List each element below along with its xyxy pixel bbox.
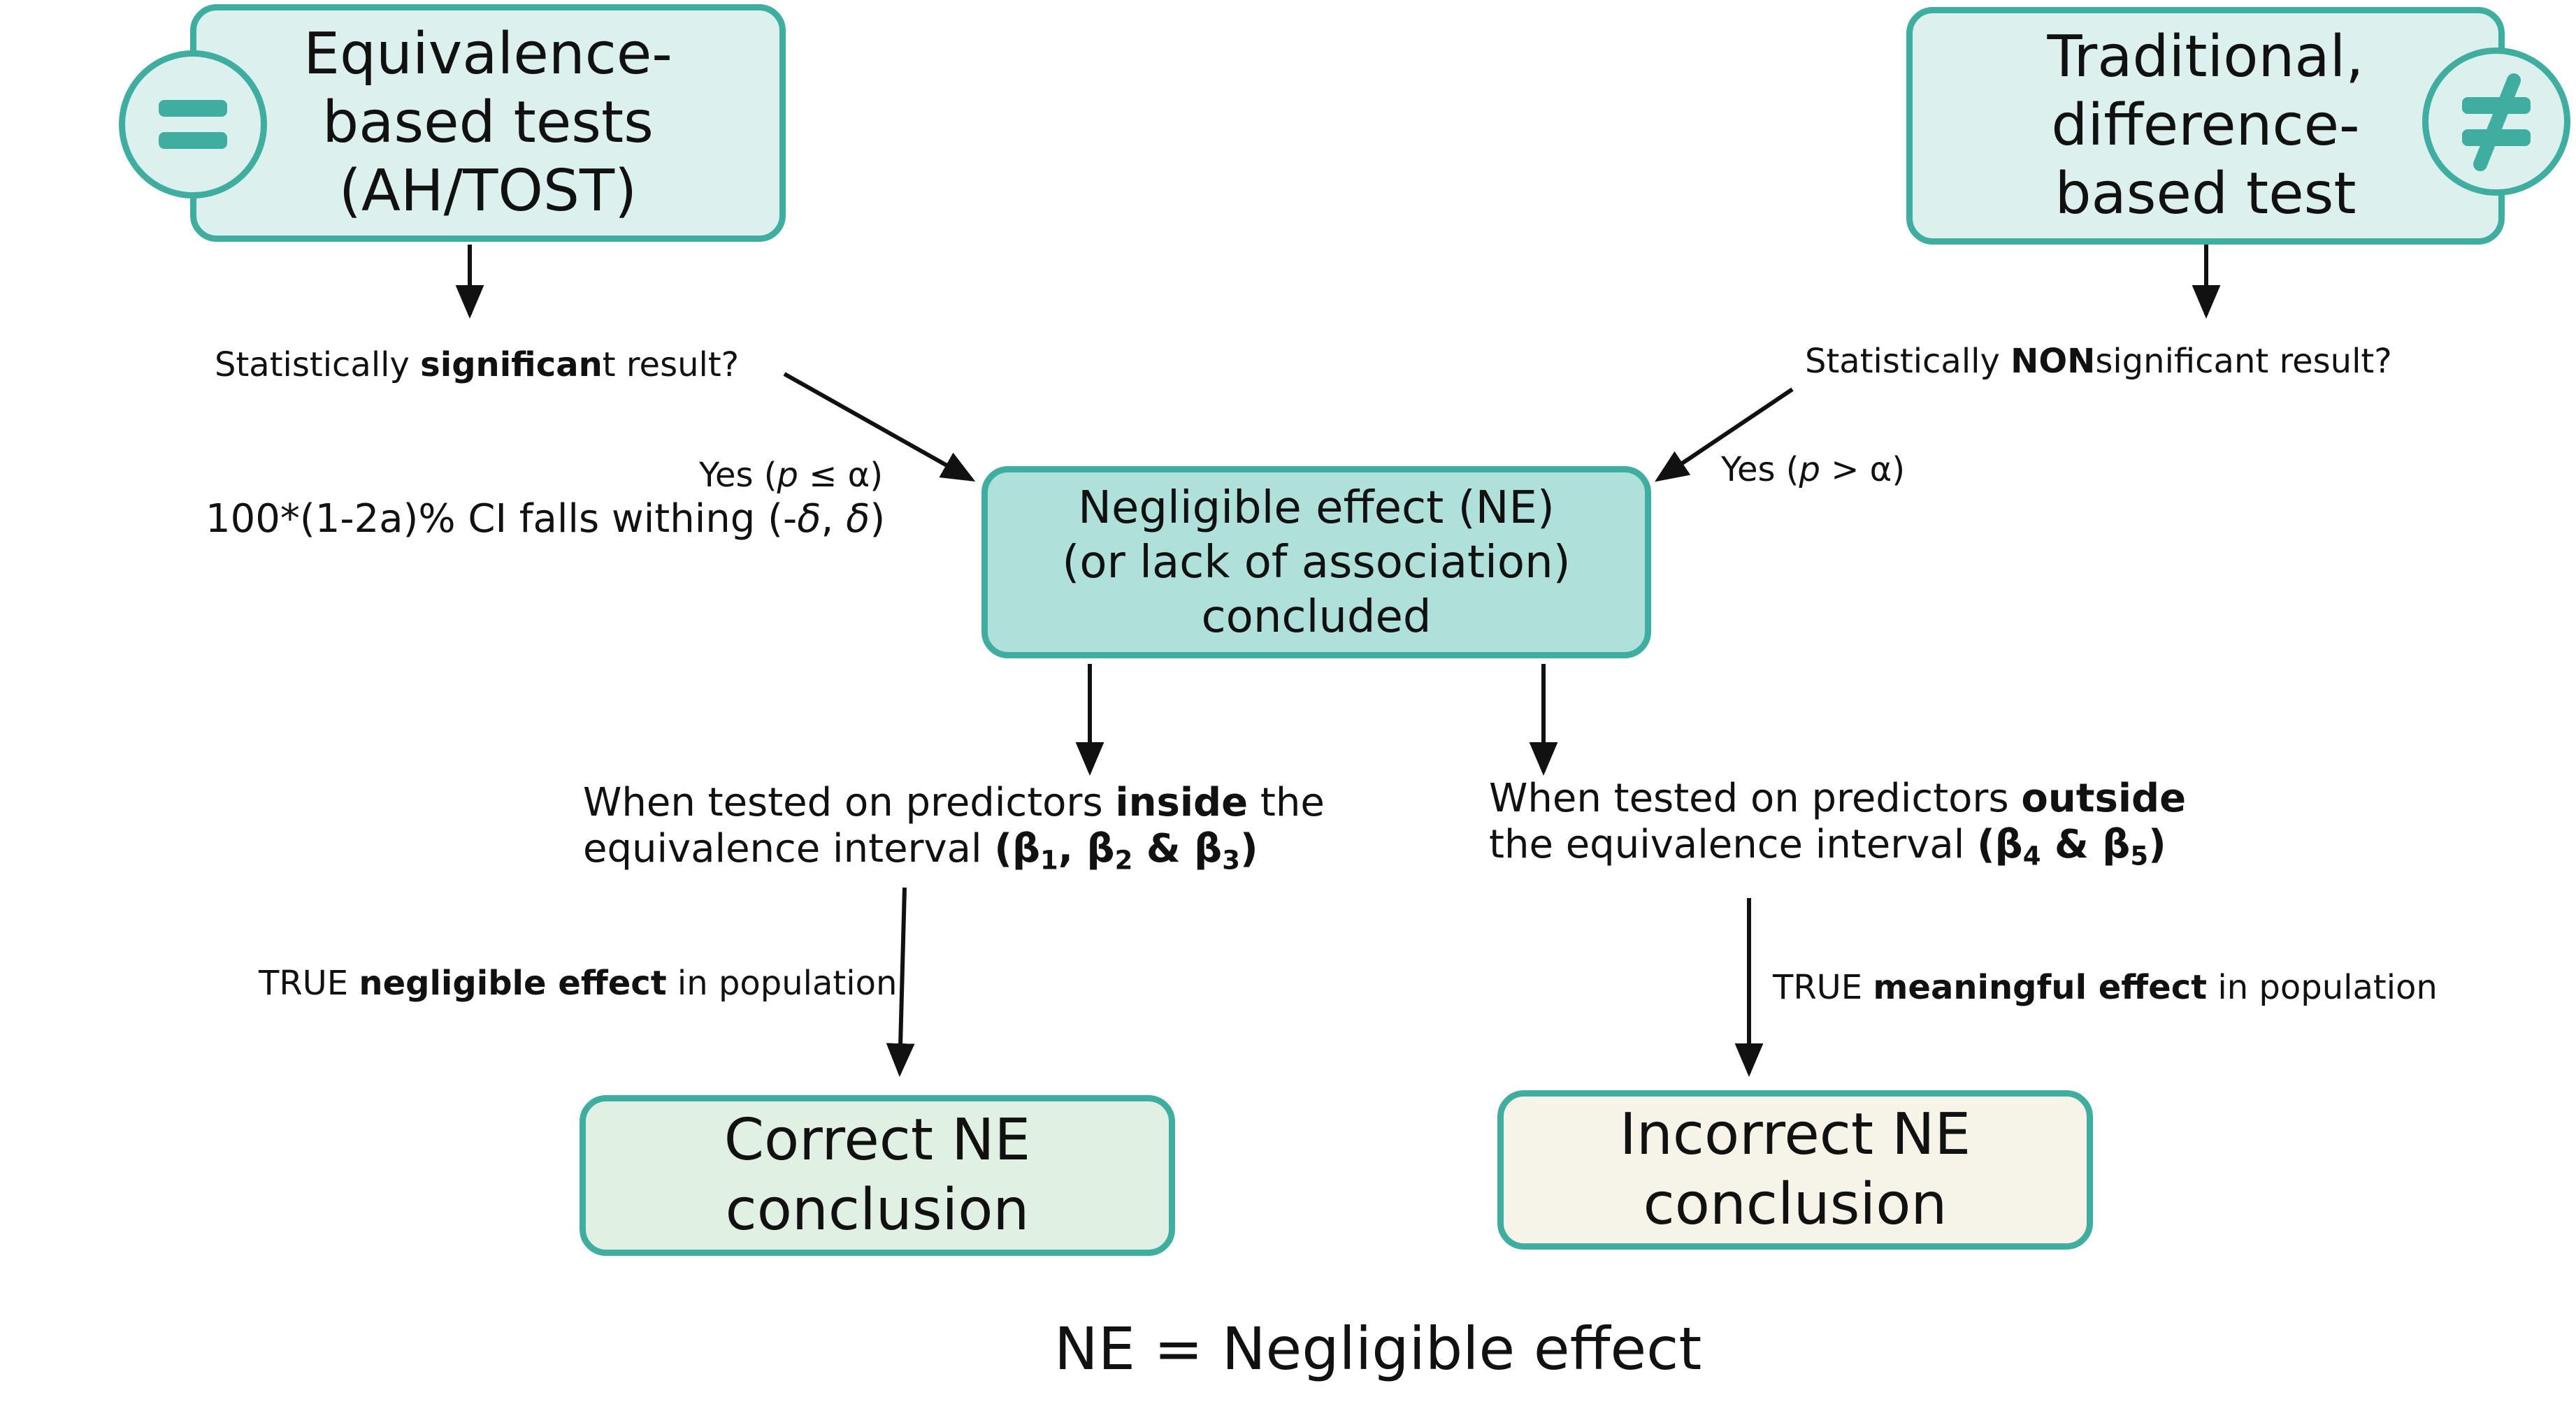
yes-nonsignificant-label: Yes (p > α) [1721, 450, 1906, 489]
outside-line-1: When tested on predictors outside [1489, 776, 2187, 821]
traditional-line-3: based test [2055, 161, 2356, 227]
inside-line-2: equivalence interval (β1, β2 & β3) [583, 826, 1258, 876]
confidence-interval-label: 100*(1-2a)% CI falls withing (-δ, δ) [206, 496, 886, 542]
equivalence-line-3: (AH/TOST) [338, 158, 638, 224]
traditional-line-1: Traditional, [2047, 24, 2364, 90]
negligible-effect-box: Negligible effect (NE) (or lack of assoc… [981, 466, 1651, 658]
true-meaningful-label: TRUE meaningful effect in population [1773, 968, 2438, 1007]
equivalence-line-2: based tests [322, 89, 654, 156]
arrow-inside-to-correct [886, 887, 915, 1077]
abbreviation-legend: NE = Negligible effect [1054, 1315, 1702, 1383]
outside-line-2: the equivalence interval (β4 & β5) [1489, 822, 2166, 871]
not-equal-icon [2422, 48, 2570, 196]
incorrect-conclusion-box: Incorrect NE conclusion [1497, 1090, 2093, 1250]
arrow-nonsignificant-to-negligible [1655, 387, 1794, 482]
incorrect-line-1: Incorrect NE [1619, 1101, 1971, 1168]
traditional-test-box: Traditional, difference- based test [1906, 7, 2505, 245]
equivalence-tests-box: Equivalence- based tests (AH/TOST) [190, 4, 786, 242]
yes-significant-label: Yes (p ≤ α) [699, 456, 884, 495]
negligible-line-2: (or lack of association) [1062, 536, 1571, 588]
equals-icon [119, 50, 267, 198]
correct-line-2: conclusion [725, 1177, 1030, 1243]
negligible-line-3: concluded [1201, 591, 1432, 643]
correct-line-1: Correct NE [724, 1107, 1031, 1173]
significant-result-question: Statistically significant result? [215, 345, 740, 384]
equivalence-line-1: Equivalence- [303, 21, 672, 87]
inside-interval-label: When tested on predictors inside the equ… [583, 780, 1325, 876]
outside-interval-label: When tested on predictors outside the eq… [1489, 776, 2187, 871]
true-negligible-label: TRUE negligible effect in population [259, 964, 898, 1003]
incorrect-line-2: conclusion [1643, 1171, 1948, 1238]
traditional-line-2: difference- [2051, 92, 2360, 159]
correct-conclusion-box: Correct NE conclusion [580, 1095, 1175, 1256]
inside-line-1: When tested on predictors inside the [583, 780, 1325, 825]
nonsignificant-result-question: Statistically NONsignificant result? [1805, 342, 2392, 381]
negligible-line-1: Negligible effect (NE) [1078, 482, 1555, 534]
arrow-significant-to-negligible [783, 372, 976, 482]
